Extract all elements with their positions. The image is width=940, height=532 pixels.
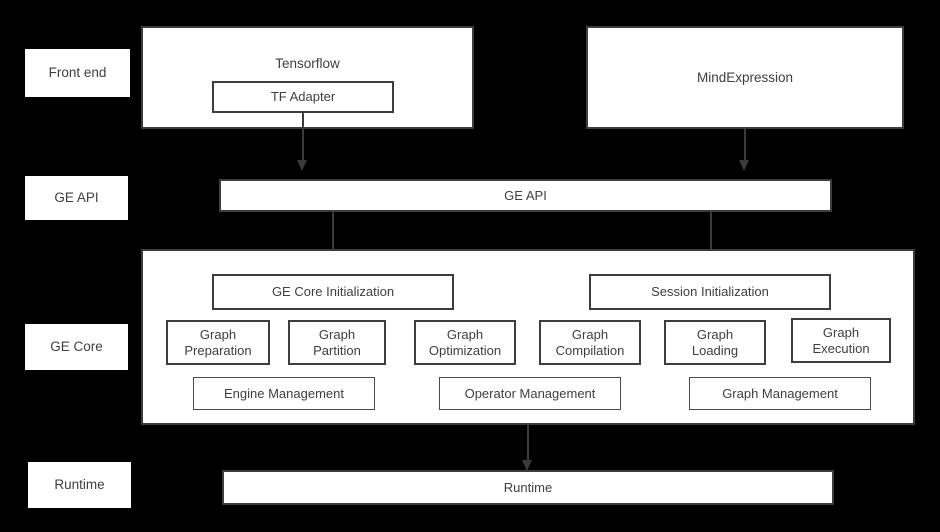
tier-label-text: GE Core — [50, 339, 103, 355]
graph-execution-box[interactable]: Graph Execution — [791, 318, 891, 363]
graph-partition-box[interactable]: Graph Partition — [288, 320, 386, 365]
connector-ge-api-to-session-init — [710, 212, 712, 258]
graph-management-box[interactable]: Graph Management — [689, 377, 871, 410]
tier-label-runtime: Runtime — [28, 462, 131, 508]
connector-ge-core-to-runtime — [527, 425, 529, 464]
operator-management-box[interactable]: Operator Management — [439, 377, 621, 410]
session-initialization-box[interactable]: Session Initialization — [589, 274, 831, 310]
mindexpression-title: MindExpression — [696, 69, 794, 85]
graph-loading-label: Graph Loading — [691, 327, 739, 358]
graph-management-label: Graph Management — [722, 385, 838, 401]
ge-api-bar-label: GE API — [504, 187, 547, 203]
arrowhead-tf-adapter-to-ge-api — [297, 160, 307, 171]
graph-loading-box[interactable]: Graph Loading — [664, 320, 766, 365]
tier-label-ge-api: GE API — [25, 176, 128, 220]
ge-core-initialization-label: GE Core Initialization — [271, 284, 395, 300]
mindexpression-panel: MindExpression — [586, 26, 904, 129]
tf-adapter-box[interactable]: TF Adapter — [212, 81, 394, 113]
graph-optimization-box[interactable]: Graph Optimization — [414, 320, 516, 365]
ge-api-bar[interactable]: GE API — [219, 179, 832, 212]
graph-execution-label: Graph Execution — [812, 325, 870, 356]
tier-label-text: Front end — [48, 65, 107, 81]
ge-core-initialization-box[interactable]: GE Core Initialization — [212, 274, 454, 310]
arrowhead-ge-core-to-runtime — [522, 460, 532, 471]
graph-preparation-label: Graph Preparation — [184, 327, 252, 358]
engine-management-box[interactable]: Engine Management — [193, 377, 375, 410]
arrowhead-mindexpression-to-ge-api — [739, 160, 749, 171]
tier-label-ge-core: GE Core — [25, 324, 128, 370]
session-initialization-label: Session Initialization — [651, 284, 769, 300]
connector-tf-adapter-to-ge-api — [302, 113, 304, 162]
tier-label-text: Runtime — [54, 477, 105, 493]
tf-adapter-label: TF Adapter — [270, 89, 336, 105]
tier-label-text: GE API — [54, 190, 99, 206]
engine-management-label: Engine Management — [224, 385, 344, 401]
tensorflow-title: Tensorflow — [275, 56, 340, 71]
graph-compilation-label: Graph Compilation — [555, 327, 625, 358]
graph-partition-label: Graph Partition — [313, 327, 361, 358]
connector-mindexpression-to-ge-api — [744, 129, 746, 162]
connector-ge-api-to-ge-core-init — [332, 212, 334, 258]
tier-label-front-end: Front end — [25, 49, 130, 97]
graph-compilation-box[interactable]: Graph Compilation — [539, 320, 641, 365]
graph-preparation-box[interactable]: Graph Preparation — [166, 320, 270, 365]
graph-optimization-label: Graph Optimization — [428, 327, 502, 358]
operator-management-label: Operator Management — [464, 385, 596, 401]
runtime-bar[interactable]: Runtime — [222, 470, 834, 505]
tensorflow-panel: Tensorflow — [141, 26, 474, 129]
runtime-bar-label: Runtime — [503, 479, 553, 495]
